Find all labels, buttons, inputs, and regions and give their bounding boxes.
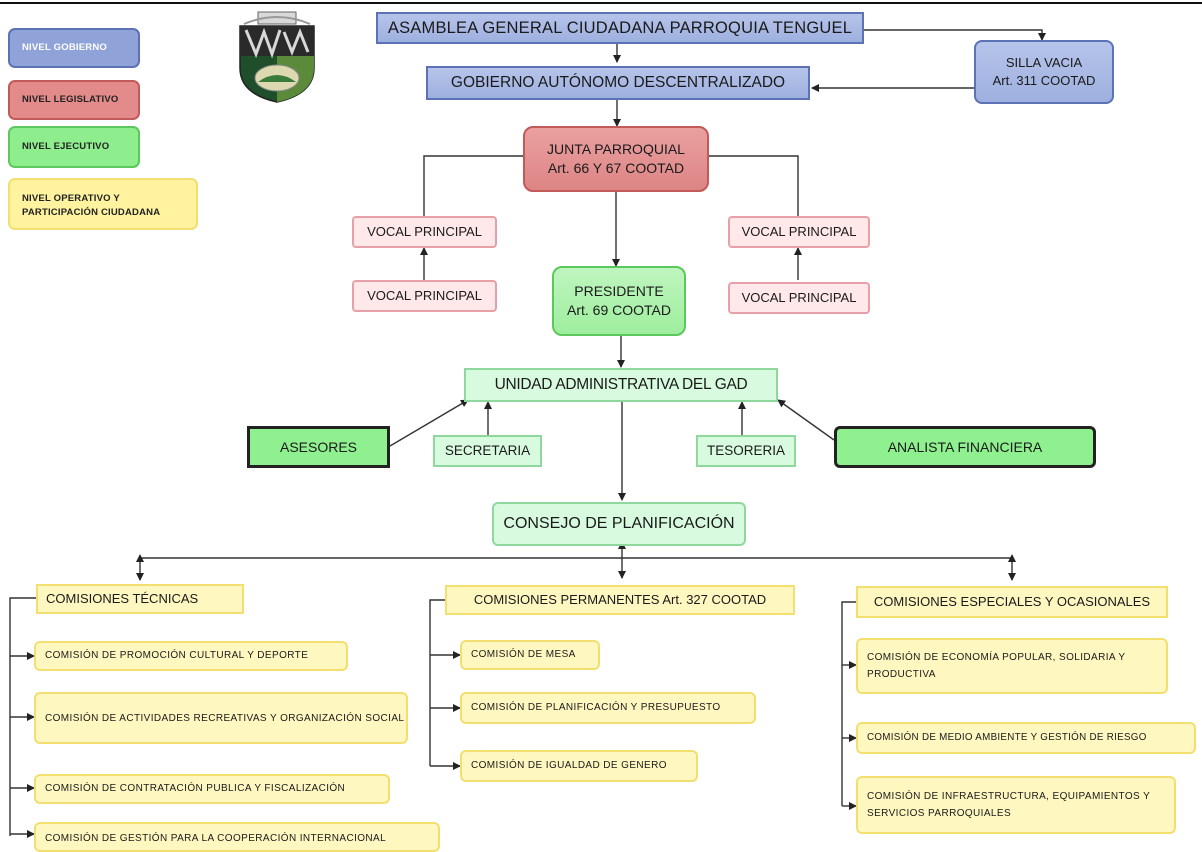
comision-contratacion-publica: COMISIÓN DE CONTRATACIÓN PUBLICA Y FISCA… <box>34 774 390 804</box>
presidente-title: PRESIDENTE <box>574 283 664 300</box>
legend-nivel-legislativo: NIVEL LEGISLATIVO <box>8 80 140 120</box>
comision-mesa: COMISIÓN DE MESA <box>460 640 600 670</box>
legend-nivel-gobierno: NIVEL GOBIERNO <box>8 28 140 68</box>
vocal-principal-top-left: VOCAL PRINCIPAL <box>352 216 497 248</box>
tesoreria-label: TESORERIA <box>706 442 785 458</box>
legend-operativo-line1: NIVEL OPERATIVO Y <box>22 193 120 204</box>
vocal-principal-bottom-left: VOCAL PRINCIPAL <box>352 280 497 312</box>
secretaria-label: SECRETARIA <box>444 442 531 458</box>
comision-igualdad-genero: COMISIÓN DE IGUALDAD DE GENERO <box>460 750 698 782</box>
permanentes-title: COMISIONES PERMANENTES Art. 327 COOTAD <box>473 592 767 608</box>
presidente-article: Art. 69 COOTAD <box>567 302 671 318</box>
comision-label: COMISIÓN DE ECONOMÍA POPULAR, SOLIDARIA … <box>867 652 1126 680</box>
consejo-planificacion-box: CONSEJO DE PLANIFICACIÓN <box>492 502 746 546</box>
junta-parroquial-box: JUNTA PARROQUIAL Art. 66 Y 67 COOTAD <box>523 126 709 192</box>
comision-label: COMISIÓN DE MEDIO AMBIENTE Y GESTIÓN DE … <box>867 732 1147 744</box>
tesoreria-box: TESORERIA <box>696 435 796 467</box>
especiales-title: COMISIONES ESPECIALES Y OCASIONALES <box>873 594 1151 610</box>
legend-operativo-line2: PARTICIPACIÓN CIUDADANA <box>22 206 161 218</box>
legend-legislativo-label: NIVEL LEGISLATIVO <box>22 94 119 106</box>
comision-label: COMISIÓN DE IGUALDAD DE GENERO <box>471 760 667 772</box>
comision-label: COMISIÓN DE ACTIVIDADES RECREATIVAS Y OR… <box>45 712 405 724</box>
gobierno-label: GOBIERNO AUTÓNOMO DESCENTRALIZADO <box>450 73 786 91</box>
comisiones-permanentes-header: COMISIONES PERMANENTES Art. 327 COOTAD <box>445 585 795 615</box>
comision-label: COMISIÓN DE INFRAESTRUCTURA, EQUIPAMIENT… <box>867 791 1151 819</box>
tecnicas-title: COMISIONES TÉCNICAS <box>46 591 199 607</box>
vocal-label: VOCAL PRINCIPAL <box>741 224 857 240</box>
consejo-label: CONSEJO DE PLANIFICACIÓN <box>503 515 735 533</box>
top-border-line <box>0 2 1202 4</box>
comision-label: COMISIÓN DE MESA <box>471 649 576 661</box>
asamblea-label: ASAMBLEA GENERAL CIUDADANA PARROQUIA TEN… <box>387 18 853 37</box>
silla-vacia-title: SILLA VACIA <box>1005 55 1083 71</box>
legend-nivel-ejecutivo: NIVEL EJECUTIVO <box>8 126 140 168</box>
comision-economia-popular: COMISIÓN DE ECONOMÍA POPULAR, SOLIDARIA … <box>856 638 1168 694</box>
comision-medio-ambiente: COMISIÓN DE MEDIO AMBIENTE Y GESTIÓN DE … <box>856 722 1196 754</box>
legend-nivel-operativo: NIVEL OPERATIVO Y PARTICIPACIÓN CIUDADAN… <box>8 178 198 230</box>
vocal-principal-bottom-right: VOCAL PRINCIPAL <box>728 282 870 314</box>
comision-promocion-cultural: COMISIÓN DE PROMOCIÓN CULTURAL Y DEPORTE <box>34 641 348 671</box>
junta-article: Art. 66 Y 67 COOTAD <box>547 160 685 176</box>
comision-planificacion-presupuesto: COMISIÓN DE PLANIFICACIÓN Y PRESUPUESTO <box>460 692 756 724</box>
unidad-administrativa-box: UNIDAD ADMINISTRATIVA DEL GAD <box>464 368 778 402</box>
comision-infraestructura: COMISIÓN DE INFRAESTRUCTURA, EQUIPAMIENT… <box>856 776 1176 834</box>
comisiones-tecnicas-header: COMISIONES TÉCNICAS <box>36 584 244 614</box>
legend-gobierno-label: NIVEL GOBIERNO <box>22 42 107 54</box>
asamblea-box: ASAMBLEA GENERAL CIUDADANA PARROQUIA TEN… <box>376 12 864 44</box>
comision-actividades-recreativas: COMISIÓN DE ACTIVIDADES RECREATIVAS Y OR… <box>34 692 408 744</box>
gobierno-box: GOBIERNO AUTÓNOMO DESCENTRALIZADO <box>426 66 810 100</box>
junta-title: JUNTA PARROQUIAL <box>547 141 685 158</box>
asesores-box: ASESORES <box>247 426 390 468</box>
analista-label: ANALISTA FINANCIERA <box>887 438 1043 455</box>
comision-label: COMISIÓN DE CONTRATACIÓN PUBLICA Y FISCA… <box>45 783 346 795</box>
silla-vacia-article: Art. 311 COOTAD <box>992 73 1096 88</box>
presidente-box: PRESIDENTE Art. 69 COOTAD <box>552 266 686 336</box>
vocal-principal-top-right: VOCAL PRINCIPAL <box>728 216 870 248</box>
comision-cooperacion-internacional: COMISIÓN DE GESTIÓN PARA LA COOPERACIÓN … <box>34 822 440 852</box>
vocal-label: VOCAL PRINCIPAL <box>367 224 482 240</box>
parish-emblem-shield <box>239 11 315 103</box>
analista-financiera-box: ANALISTA FINANCIERA <box>834 426 1096 468</box>
silla-vacia-box: SILLA VACIA Art. 311 COOTAD <box>974 40 1114 104</box>
comision-label: COMISIÓN DE GESTIÓN PARA LA COOPERACIÓN … <box>45 833 387 844</box>
asesores-label: ASESORES <box>279 438 358 455</box>
vocal-label: VOCAL PRINCIPAL <box>741 290 857 306</box>
secretaria-box: SECRETARIA <box>433 435 542 467</box>
legend-ejecutivo-label: NIVEL EJECUTIVO <box>22 141 110 153</box>
comisiones-especiales-header: COMISIONES ESPECIALES Y OCASIONALES <box>856 586 1168 618</box>
unidad-label: UNIDAD ADMINISTRATIVA DEL GAD <box>494 375 748 393</box>
comision-label: COMISIÓN DE PLANIFICACIÓN Y PRESUPUESTO <box>471 702 721 714</box>
vocal-label: VOCAL PRINCIPAL <box>367 288 482 304</box>
comision-label: COMISIÓN DE PROMOCIÓN CULTURAL Y DEPORTE <box>45 650 309 662</box>
